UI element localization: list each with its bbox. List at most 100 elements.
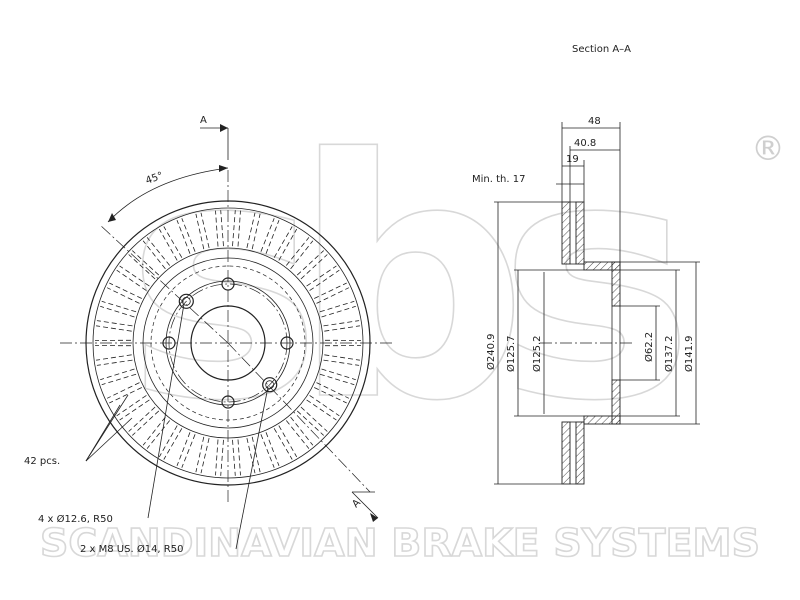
vent-line <box>237 210 241 247</box>
thread-hole-inner <box>265 380 275 390</box>
thread-hole <box>178 293 194 309</box>
vent-line <box>146 237 171 266</box>
watermark-tagline: SCANDINAVIAN BRAKE SYSTEMS <box>40 521 760 565</box>
vent-line <box>306 399 337 421</box>
vent-line <box>251 436 261 473</box>
vent-line <box>300 406 328 432</box>
vent-count-label: 42 pcs. <box>24 456 60 467</box>
vent-line <box>200 212 210 248</box>
vent-line <box>163 226 183 258</box>
vent-line <box>323 320 360 327</box>
vent-line <box>163 428 183 460</box>
vent-line <box>290 416 314 446</box>
angle-ref-line <box>99 224 229 344</box>
vent-line <box>246 212 256 248</box>
vent-line <box>132 410 160 436</box>
vent-line <box>100 305 135 318</box>
vent-line <box>181 434 196 468</box>
vent-line <box>296 410 324 436</box>
vent-line <box>314 282 347 299</box>
vent-line <box>181 218 196 252</box>
vent-line <box>158 228 178 261</box>
vent-line <box>324 354 360 361</box>
vent-line <box>237 439 241 476</box>
vent-line <box>116 395 147 417</box>
holes-label: 4 x Ø12.6, R50 <box>38 513 113 525</box>
vent-line <box>195 213 205 250</box>
vent-line <box>96 325 132 332</box>
dim-dia-outer: Ø240.9 <box>485 334 497 371</box>
vent-line <box>158 425 178 458</box>
vent-line <box>285 237 310 266</box>
section-marker-bottom: A <box>350 491 379 522</box>
dim-dia-125-2: Ø125.2 <box>531 336 543 373</box>
vent-line <box>106 287 140 304</box>
front-view <box>60 170 392 505</box>
section-label-bottom: A <box>350 497 363 510</box>
vent-line <box>116 269 147 291</box>
dim-width-hat: 40.8 <box>574 138 596 149</box>
vent-line <box>246 438 256 474</box>
vent-line <box>309 269 340 291</box>
vent-line <box>176 432 191 466</box>
vent-line <box>176 220 191 254</box>
callouts: 42 pcs. 4 x Ø12.6, R50 2 x M8 US. Ø14, R… <box>24 303 269 555</box>
dim-dia-125-7: Ø125.7 <box>505 336 517 373</box>
vent-line <box>319 300 355 313</box>
vent-line <box>142 416 166 446</box>
vent-line <box>200 438 210 474</box>
thread-hole <box>262 377 278 393</box>
vent-line <box>273 226 293 258</box>
vent-line <box>265 220 280 254</box>
vent-line <box>296 250 324 276</box>
vent-line <box>273 428 293 460</box>
vent-line <box>260 218 275 252</box>
dim-dia-137-2: Ø137.2 <box>663 336 675 373</box>
vent-line <box>96 359 133 366</box>
dim-dia-141-9: Ø141.9 <box>683 336 695 373</box>
vent-line <box>324 325 360 332</box>
vent-line <box>146 420 171 449</box>
vent-line <box>109 282 142 299</box>
vent-line <box>285 420 310 449</box>
threads-label: 2 x M8 US. Ø14, R50 <box>80 543 183 555</box>
vent-line <box>128 254 156 280</box>
vent-line <box>265 432 280 466</box>
vent-line <box>260 434 275 468</box>
section-title: Section A–A <box>572 44 631 55</box>
dim-min-thickness: Min. th. 17 <box>472 174 525 185</box>
vent-line <box>321 305 356 318</box>
vent-line <box>316 382 350 399</box>
section-label-top: A <box>200 115 207 126</box>
vent-line <box>323 359 360 366</box>
cooling-vents <box>94 210 362 476</box>
vent-line <box>300 254 328 280</box>
vent-line <box>142 240 166 270</box>
dim-width-total: 48 <box>588 116 601 127</box>
diameter-dimensions: Ø240.9 Ø125.7 Ø125.2 Ø62.2 Ø137.2 Ø141.9 <box>485 201 700 485</box>
vent-line <box>119 265 150 287</box>
section-line <box>227 342 371 493</box>
vent-line <box>232 210 236 247</box>
vent-line <box>215 439 219 476</box>
vent-line <box>220 439 224 476</box>
vent-line <box>109 387 142 404</box>
vent-line <box>314 387 347 404</box>
vent-line <box>316 287 350 304</box>
dim-width-friction: 19 <box>566 154 579 165</box>
vent-line <box>232 439 236 476</box>
vent-line <box>306 265 337 287</box>
vent-line <box>119 399 150 421</box>
vent-line <box>101 373 137 386</box>
vent-line <box>106 382 140 399</box>
vent-line <box>101 300 137 313</box>
watermark-logo: sbs <box>125 89 683 473</box>
vent-line <box>220 210 224 247</box>
dim-dia-62-2: Ø62.2 <box>643 332 655 362</box>
vent-line <box>132 250 160 276</box>
vent-line <box>100 368 135 381</box>
vent-line <box>251 213 261 250</box>
vent-line <box>195 436 205 473</box>
vent-line <box>309 395 340 417</box>
